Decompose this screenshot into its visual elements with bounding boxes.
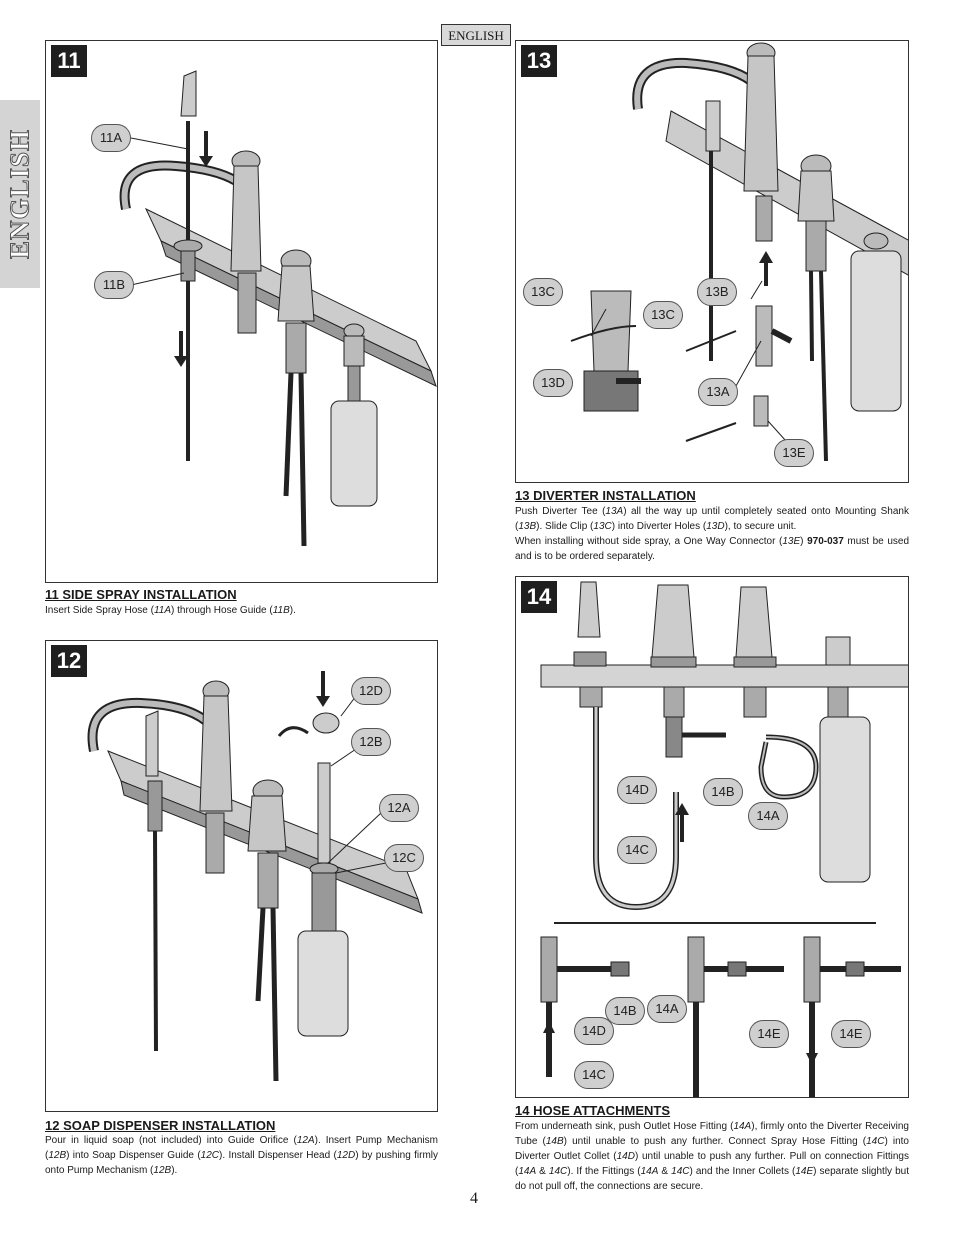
callout-13a: 13A xyxy=(698,378,738,406)
soap-dispenser-illustration xyxy=(87,671,423,1082)
callout-12d: 12D xyxy=(351,677,391,705)
callout-11a: 11A xyxy=(91,124,131,152)
step-number: 13 xyxy=(521,45,557,77)
callout-14c: 14C xyxy=(574,1061,614,1089)
section-13-paragraph-1: Push Diverter Tee (13A) all the way up u… xyxy=(515,506,909,532)
callout-12b: 12B xyxy=(351,728,391,756)
section-11-title: 11 SIDE SPRAY INSTALLATION xyxy=(45,587,237,602)
language-tag: ENGLISH xyxy=(441,24,511,46)
page-number: 4 xyxy=(470,1190,478,1207)
section-13-paragraph-2: When installing without side spray, a On… xyxy=(515,536,910,562)
callout-14e: 14E xyxy=(749,1020,789,1048)
callout-14c: 14C xyxy=(617,836,657,864)
callout-14a: 14A xyxy=(647,995,687,1023)
section-14-body: From underneath sink, push Outlet Hose F… xyxy=(515,1121,909,1192)
callout-14b: 14B xyxy=(605,997,645,1025)
callout-13e: 13E xyxy=(774,439,814,467)
callout-13c: 13C xyxy=(523,278,563,306)
section-13-body: Push Diverter Tee (13A) all the way up u… xyxy=(515,504,909,564)
callout-13d: 13D xyxy=(533,369,573,397)
section-11-body: Insert Side Spray Hose (11A) through Hos… xyxy=(45,605,296,616)
panel-12: 12 12D 12B 12A 12C xyxy=(45,640,438,1112)
callout-14b: 14B xyxy=(703,778,743,806)
language-side-tab: ENGLISH xyxy=(0,100,40,288)
callout-13c: 13C xyxy=(643,301,683,329)
section-14-title: 14 HOSE ATTACHMENTS xyxy=(515,1103,671,1118)
side-tab-label: ENGLISH xyxy=(4,128,35,260)
callout-14e: 14E xyxy=(831,1020,871,1048)
callout-14a: 14A xyxy=(748,802,788,830)
faucet-illustration xyxy=(119,70,437,547)
hose-attachment-illustration xyxy=(540,581,908,1097)
callout-14d: 14D xyxy=(617,776,657,804)
section-12-title: 12 SOAP DISPENSER INSTALLATION xyxy=(45,1118,276,1133)
callout-11b: 11B xyxy=(94,271,134,299)
callout-12c: 12C xyxy=(384,844,424,872)
section-13-title: 13 DIVERTER INSTALLATION xyxy=(515,488,696,503)
panel-11: 11 11A 11B xyxy=(45,40,438,583)
diverter-illustration xyxy=(570,42,908,462)
step-number: 12 xyxy=(51,645,87,677)
panel-14: 14 xyxy=(515,576,909,1098)
section-12-body: Pour in liquid soap (not included) into … xyxy=(45,1135,439,1176)
step-number: 11 xyxy=(51,45,87,77)
panel-13: 13 13C 13C 13B 13D 13A 13E xyxy=(515,40,909,483)
callout-13b: 13B xyxy=(697,278,737,306)
step-number: 14 xyxy=(521,581,557,613)
callout-12a: 12A xyxy=(379,794,419,822)
callout-14d: 14D xyxy=(574,1017,614,1045)
